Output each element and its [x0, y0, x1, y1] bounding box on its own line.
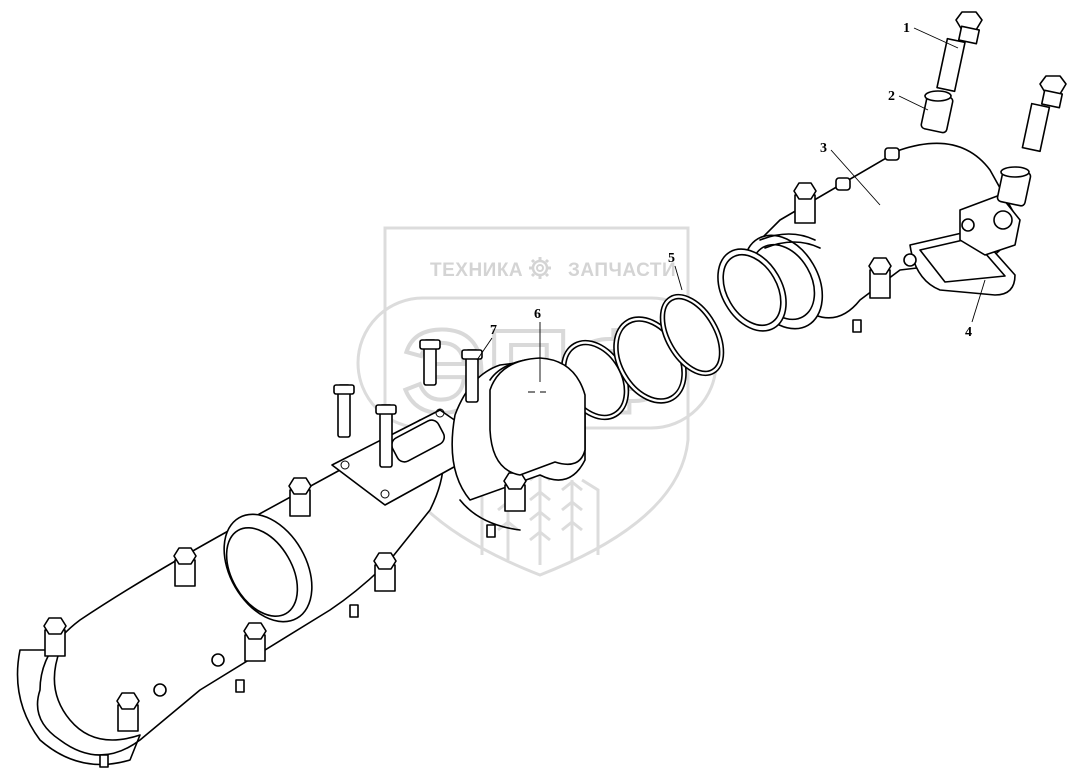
- spacer-bushing-2: [920, 90, 954, 134]
- svg-text:3: 3: [820, 141, 827, 156]
- callout-2: 2: [888, 89, 929, 111]
- bolt-part-1: [936, 11, 983, 93]
- seal-ring-c: [659, 293, 725, 377]
- seal-rings: [489, 293, 725, 476]
- upper-manifold: [717, 11, 1067, 333]
- callout-4: 4: [965, 279, 986, 340]
- svg-text:1: 1: [903, 21, 910, 36]
- callout-3: 3: [820, 141, 881, 206]
- callout-7: 7: [476, 323, 497, 361]
- lower-collar-inner: [225, 527, 299, 617]
- watermark-left-word: ТЕХНИКА: [430, 260, 523, 281]
- svg-text:2: 2: [888, 89, 895, 104]
- svg-text:4: 4: [965, 325, 972, 340]
- upper-pegs: [835, 147, 975, 333]
- gear-icon: [529, 257, 551, 279]
- lower-flange-port: [390, 419, 446, 463]
- callouts: 1 2 3 4 5 6 7: [476, 21, 986, 382]
- callout-5: 5: [668, 251, 683, 291]
- lower-bolts: [43, 472, 527, 732]
- watermark-right-word: ЗАПЧАСТИ: [568, 260, 676, 281]
- svg-text:6: 6: [534, 307, 541, 322]
- svg-text:5: 5: [668, 251, 675, 266]
- lower-collar: [223, 513, 313, 623]
- callout-6: 6: [534, 307, 541, 382]
- flange-studs: [333, 339, 483, 468]
- callout-1: 1: [903, 21, 959, 49]
- svg-text:7: 7: [490, 323, 497, 338]
- upper-bolts: [793, 182, 892, 299]
- formed-gasket: [489, 357, 586, 476]
- lower-elbow: [16, 649, 141, 766]
- lower-pegs: [99, 524, 496, 768]
- bolt-part-right: [1021, 75, 1067, 153]
- spacer-bushing-right: [996, 166, 1032, 207]
